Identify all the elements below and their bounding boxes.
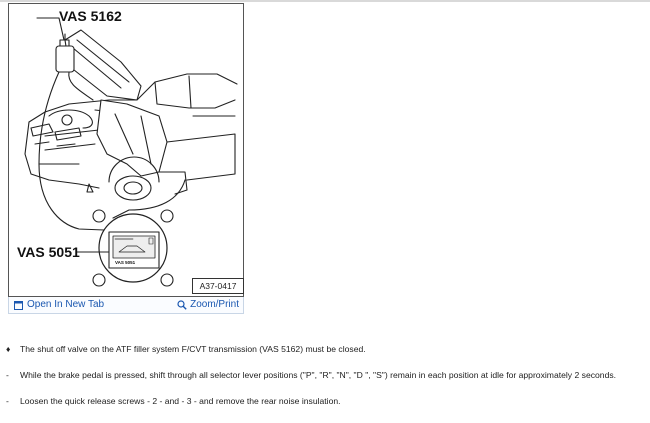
open-in-new-tab-link[interactable]: Open In New Tab	[14, 299, 104, 310]
zoom-print-label: Zoom/Print	[190, 299, 239, 310]
dash-bullet: -	[6, 370, 9, 380]
vas-5162-label: VAS 5162	[59, 8, 122, 24]
step-item: - While the brake pedal is pressed, shift…	[6, 370, 616, 380]
figure-link-bar: Open In New Tab Zoom/Print	[8, 297, 244, 314]
zoom-print-link[interactable]: Zoom/Print	[177, 299, 239, 310]
step-text: The shut off valve on the ATF filler sys…	[20, 344, 366, 354]
figure-id: A37-0417	[192, 278, 244, 294]
step-text: Loosen the quick release screws - 2 - an…	[20, 396, 341, 406]
step-item: ♦ The shut off valve on the ATF filler sy…	[6, 344, 366, 354]
diamond-bullet-icon: ♦	[6, 344, 11, 354]
dash-bullet: -	[6, 396, 9, 406]
figure-illustration: VAS 5162 VAS 5051 VAS 5051 A37-0417	[8, 3, 244, 297]
open-in-new-tab-label: Open In New Tab	[27, 299, 105, 310]
step-item: - Loosen the quick release screws - 2 - a…	[6, 396, 341, 406]
magnifier-icon	[177, 299, 187, 310]
top-divider	[0, 0, 650, 2]
vas-5051-label: VAS 5051	[17, 244, 80, 260]
tester-screen-text: VAS 5051	[115, 260, 136, 265]
external-window-icon	[14, 300, 23, 310]
step-text: While the brake pedal is pressed, shift …	[20, 370, 617, 380]
car-illustration	[24, 17, 238, 287]
